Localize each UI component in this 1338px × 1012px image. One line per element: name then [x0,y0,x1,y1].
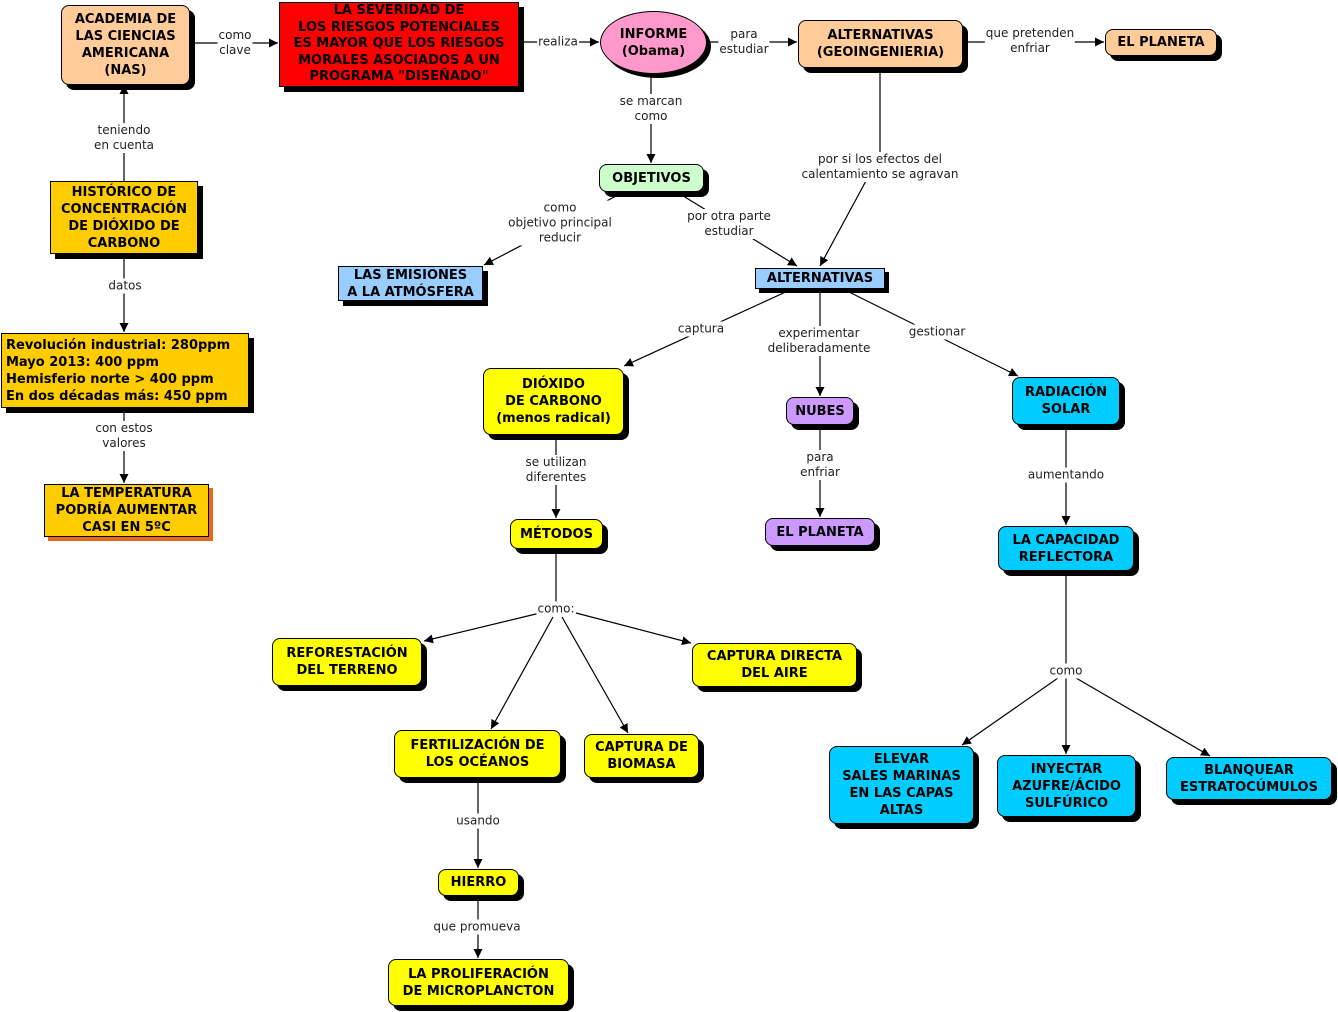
link-para-estudiar: para estudiar [718,27,770,57]
node-el-planeta-purple[interactable]: EL PLANETA [765,518,875,546]
link-como-capacidad: como [1048,663,1084,679]
link-como-metodos: como: [536,601,576,617]
link-experimentar: experimentar deliberadamente [766,326,872,356]
link-que-pretenden: que pretenden enfriar [984,26,1076,56]
node-captura-aire[interactable]: CAPTURA DIRECTA DEL AIRE [692,643,857,687]
node-objetivos[interactable]: OBJETIVOS [599,164,704,192]
node-nubes[interactable]: NUBES [786,397,854,425]
node-proliferacion[interactable]: LA PROLIFERACIÓN DE MICROPLANCTON [388,959,569,1006]
node-nas[interactable]: ACADEMIA DE LAS CIENCIAS AMERICANA (NAS) [61,5,190,85]
node-informe[interactable]: INFORME (Obama) [600,11,707,74]
link-se-marcan: se marcan como [618,94,684,124]
node-emisiones[interactable]: LAS EMISIONES A LA ATMÓSFERA [338,266,483,301]
link-teniendo: teniendo en cuenta [92,123,156,153]
node-radiacion[interactable]: RADIACIÓN SOLAR [1012,377,1120,425]
node-inyectar[interactable]: INYECTAR AZUFRE/ÁCIDO SULFÚRICO [997,755,1136,817]
node-blanquear[interactable]: BLANQUEAR ESTRATOCÚMULOS [1166,757,1332,800]
link-por-otra: por otra parte estudiar [686,209,772,239]
node-temperatura[interactable]: LA TEMPERATURA PODRÍA AUMENTAR CASI EN 5… [44,484,209,537]
edge-como-fertilizacion [490,616,554,730]
link-por-si: por si los efectos del calentamiento se … [800,152,960,182]
node-el-planeta-top[interactable]: EL PLANETA [1105,29,1217,56]
edge-como-aire [575,612,692,646]
node-historico[interactable]: HISTÓRICO DE CONCENTRACIÓN DE DIÓXIDO DE… [50,181,198,254]
link-como-objetivo: como objetivo principal reducir [507,200,613,246]
node-severidad[interactable]: LA SEVERIDAD DE LOS RIESGOS POTENCIALES … [279,2,519,87]
edge-como-elevar [961,677,1059,746]
node-hierro[interactable]: HIERRO [438,869,519,896]
node-biomasa[interactable]: CAPTURA DE BIOMASA [584,734,699,778]
node-elevar[interactable]: ELEVAR SALES MARINAS EN LAS CAPAS ALTAS [829,746,974,824]
link-realiza: realiza [537,34,579,50]
link-usando: usando [455,813,501,829]
link-datos: datos [107,278,143,294]
node-dioxido[interactable]: DIÓXIDO DE CARBONO (menos radical) [483,368,624,435]
node-reforestacion[interactable]: REFORESTACIÓN DEL TERRENO [272,638,422,686]
node-capacidad[interactable]: LA CAPACIDAD REFLECTORA [998,526,1134,571]
link-se-utilizan: se utilizan diferentes [524,455,588,485]
link-con-estos: con estos valores [94,421,154,451]
link-gestionar: gestionar [907,324,967,340]
edge-como-biomasa [561,616,629,734]
node-fertilizacion[interactable]: FERTILIZACIÓN DE LOS OCÉANOS [394,730,561,778]
link-que-promueva: que promueva [432,919,522,935]
link-como-clave: como clave [217,28,253,58]
link-para-enfriar: para enfriar [799,450,841,480]
node-valores[interactable]: Revolución industrial: 280ppm Mayo 2013:… [1,333,249,408]
edge-como-reforestacion [423,612,541,644]
node-alternativas[interactable]: ALTERNATIVAS [755,268,885,289]
edge-como-blanquear [1075,677,1211,757]
link-aumentando: aumentando [1026,467,1106,483]
node-metodos[interactable]: MÉTODOS [510,519,603,549]
link-captura: captura [676,321,726,337]
node-alternativas-geoingenieria[interactable]: ALTERNATIVAS (GEOINGENIERIA) [798,20,963,68]
